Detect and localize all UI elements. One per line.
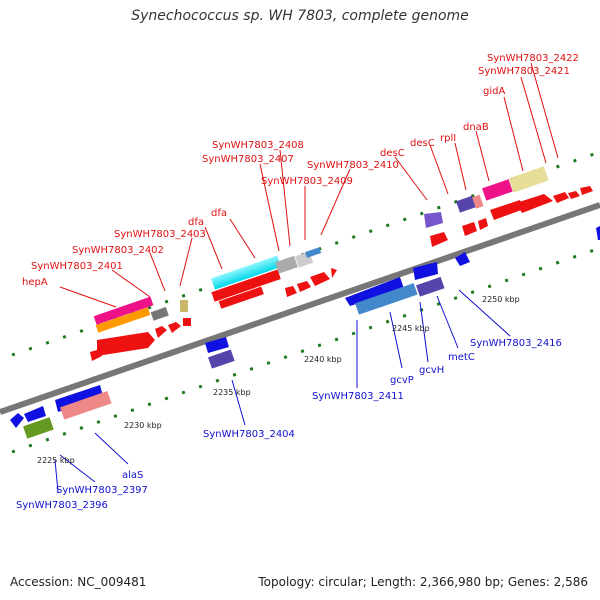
gene-label: SynWH7803_2397 [56,485,148,496]
gene-label: dfa [188,217,204,228]
gene-arrow-blue [455,252,470,266]
tick-label: 2240 kbp [304,355,342,364]
gene-box-red-small [183,318,191,326]
scale-ticks: 2225 kbp 2230 kbp 2235 kbp 2240 kbp 2245… [37,295,520,465]
gene-box-olive [23,417,54,439]
gene-label: gcvP [390,375,414,386]
gene-label: SynWH7803_2403 [114,229,206,240]
gene-label: dnaB [463,122,489,133]
map-title: Synechococcus sp. WH 7803, complete geno… [131,8,469,24]
gene-label: SynWH7803_2401 [31,261,123,272]
gene-label: desC [410,138,435,149]
gene-box-purple [208,349,235,369]
forward-genes [90,166,593,361]
gene-arrow-blue [345,277,404,306]
gene-arrow-blue [205,337,229,353]
gene-box-purple [416,276,445,297]
gene-box-steel [355,283,418,315]
gene-label: gidA [483,86,505,97]
gene-arrow [90,350,102,361]
top-leader-lines [59,62,559,308]
gene-label: SynWH7803_2404 [203,429,295,440]
gene-label: SynWH7803_2402 [72,245,164,256]
top-labels: hepA SynWH7803_2401 SynWH7803_2402 SynWH… [22,53,579,288]
gene-label: SynWH7803_2411 [312,391,404,402]
gene-box-grey [150,307,169,321]
gene-label: dfa [211,208,227,219]
gene-label: gcvH [419,365,444,376]
gene-arrow-blue [413,262,438,280]
gene-desC-group [424,212,448,247]
gene-arrow [168,322,181,333]
gene-label: SynWH7803_2422 [487,53,579,64]
tick-label: 2225 kbp [37,456,75,465]
gene-label: desC [380,148,405,159]
gene-label: metC [448,352,475,363]
gene-label: SynWH7803_2408 [212,140,304,151]
tick-label: 2250 kbp [482,295,520,304]
tick-label: 2235 kbp [213,388,251,397]
gene-hepA [93,296,155,356]
gene-box-pink [60,391,112,420]
tick-label: 2245 kbp [392,324,430,333]
gene-label: SynWH7803_2410 [307,160,399,171]
gene-arrow [155,326,167,338]
gene-label: hepA [22,277,48,288]
bottom-leader-lines [54,289,511,493]
gene-label: SynWH7803_2409 [261,176,353,187]
gene-label: SynWH7803_2396 [16,500,108,511]
reverse-genes [10,226,600,439]
gene-arrow-blue [10,413,24,428]
gene-dfa-group [211,247,337,309]
accession-text: Accession: NC_009481 [10,575,147,589]
gene-arrow-blue [596,226,600,240]
gene-label: SynWH7803_2407 [202,154,294,165]
gene-box-tan [180,300,188,312]
gene-label: rplI [440,133,456,144]
genome-summary-text: Topology: circular; Length: 2,366,980 bp… [258,575,588,589]
gene-dnaB-gidA-group [456,166,593,236]
gene-arrow-blue [24,406,46,422]
gene-label: SynWH7803_2421 [478,66,570,77]
genome-backbone [0,202,600,415]
tick-label: 2230 kbp [124,421,162,430]
gene-label: alaS [122,470,143,481]
bottom-labels: SynWH7803_2396 SynWH7803_2397 alaS SynWH… [16,338,562,511]
gene-label: SynWH7803_2416 [470,338,562,349]
